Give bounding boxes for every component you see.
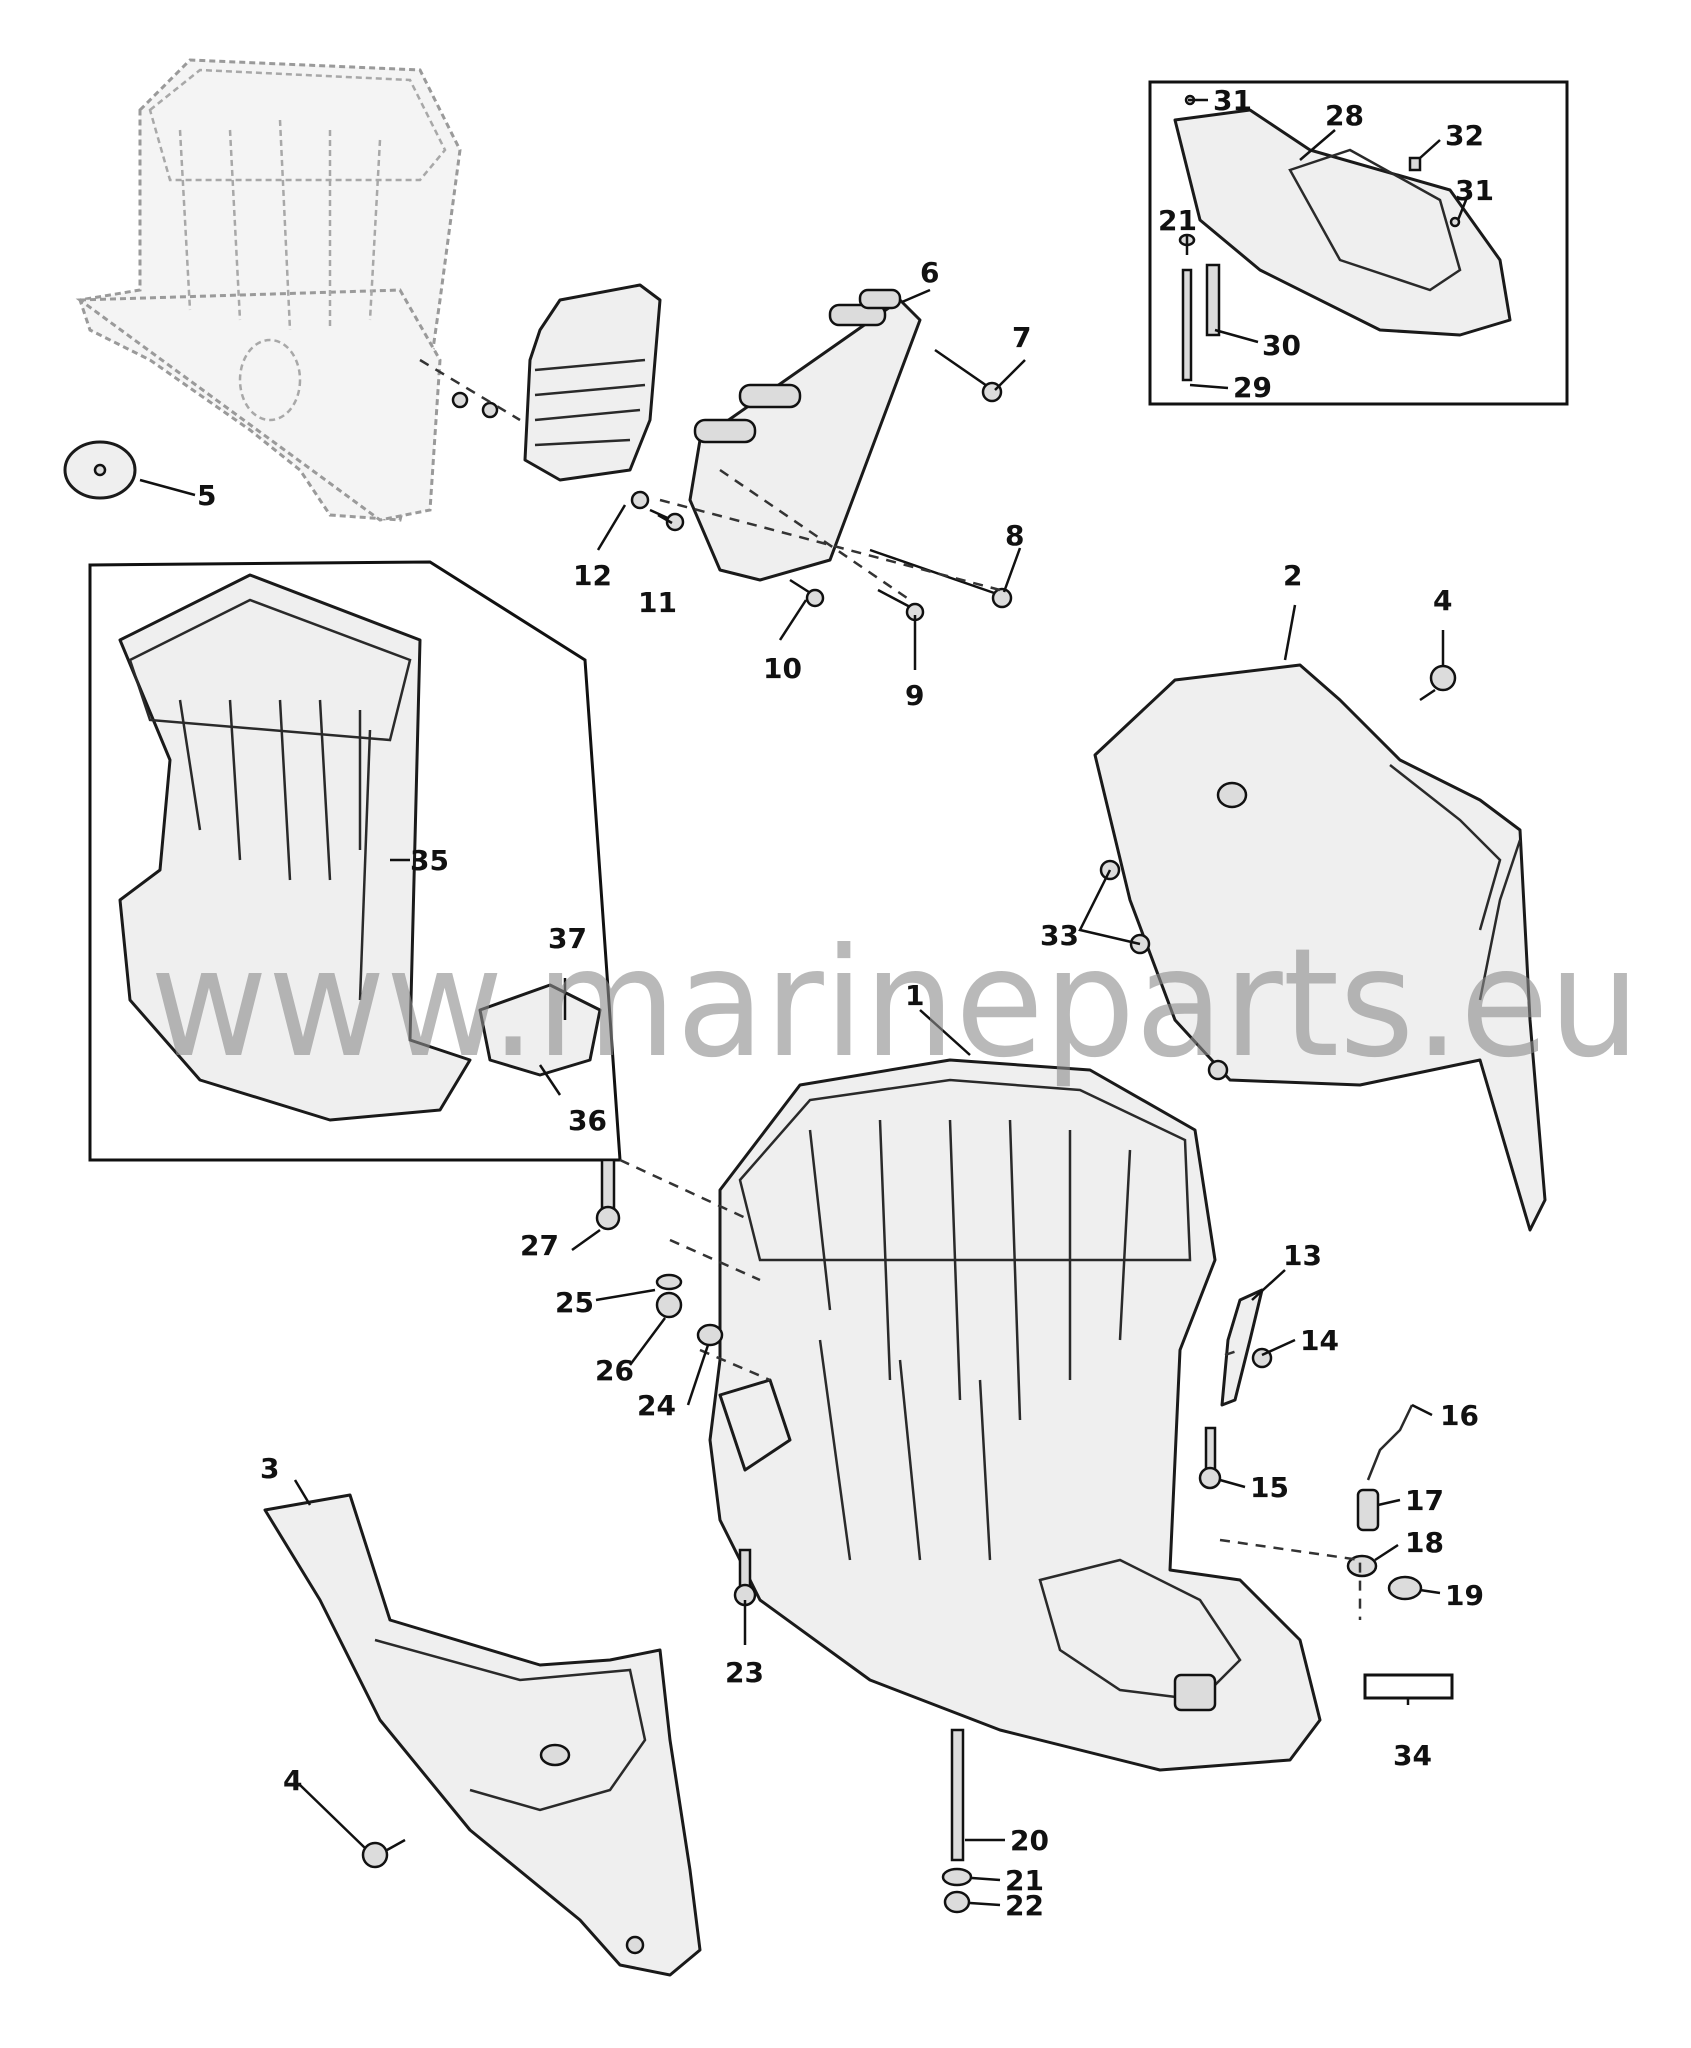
exhaust-plate-part-6 — [688, 288, 922, 582]
callout-10: 10 — [763, 652, 802, 685]
reference-housing-ghost — [75, 58, 462, 522]
callout-28: 28 — [1325, 99, 1364, 132]
callout-11: 11 — [638, 586, 677, 619]
callout-29: 29 — [1233, 371, 1272, 404]
callout-34: 34 — [1393, 1739, 1432, 1772]
sensor-parts-16-19 — [1346, 1404, 1423, 1601]
callout-8: 8 — [1005, 519, 1024, 552]
callout-31-top: 31 — [1213, 84, 1252, 117]
assembly-line-upper — [419, 358, 1001, 602]
bracket-assembly — [451, 283, 662, 482]
callout-30: 30 — [1262, 329, 1301, 362]
callout-18: 18 — [1405, 1526, 1444, 1559]
callout-12: 12 — [573, 559, 612, 592]
callout-9: 9 — [905, 679, 924, 712]
cover-part-28 — [1173, 108, 1512, 337]
callout-5: 5 — [197, 479, 216, 512]
callout-6: 6 — [920, 256, 939, 289]
lower-cover-part-3 — [263, 1493, 702, 1977]
main-housing-part-1 — [708, 1058, 1322, 1772]
callout-26: 26 — [595, 1354, 634, 1387]
callout-3: 3 — [260, 1452, 279, 1485]
callout-31-right: 31 — [1455, 174, 1494, 207]
callout-4-top: 4 — [1433, 584, 1452, 617]
cap-part-5 — [63, 440, 137, 500]
callout-22: 22 — [1005, 1889, 1044, 1922]
callout-36: 36 — [568, 1104, 607, 1137]
watermark: www.marineparts.eu — [150, 917, 1640, 1091]
assembly-line-lower — [619, 1158, 1362, 1620]
callout-19: 19 — [1445, 1579, 1484, 1612]
callout-35: 35 — [410, 844, 449, 877]
callout-17: 17 — [1405, 1484, 1444, 1517]
callout-32: 32 — [1445, 119, 1484, 152]
label-box-part-34 — [1363, 1673, 1454, 1700]
callout-24: 24 — [637, 1389, 676, 1422]
callout-27: 27 — [520, 1229, 559, 1262]
callout-numbers: 31 28 32 31 21 30 29 6 7 8 9 10 11 12 5 … — [197, 84, 1494, 1922]
callout-20: 20 — [1010, 1824, 1049, 1857]
callout-37: 37 — [548, 922, 587, 955]
callout-16: 16 — [1440, 1399, 1479, 1432]
callout-23: 23 — [725, 1656, 764, 1689]
inset-frame-top-right — [1148, 80, 1569, 406]
housing-inset — [118, 573, 602, 1122]
callout-21-inset: 21 — [1158, 204, 1197, 237]
callout-leaders — [139, 98, 1472, 1907]
inset-frame-left — [88, 560, 622, 1162]
callout-1: 1 — [905, 979, 924, 1012]
side-cover-part-2 — [1093, 663, 1547, 1232]
callout-21-bottom: 21 — [1005, 1864, 1044, 1897]
callout-2: 2 — [1283, 559, 1302, 592]
screw-part-4-bottom — [361, 1838, 406, 1869]
bolts-7-11 — [630, 348, 1013, 622]
hardware-main — [595, 1158, 1273, 1914]
callout-13: 13 — [1283, 1239, 1322, 1272]
callout-7: 7 — [1012, 321, 1031, 354]
screw-part-4-top — [1419, 664, 1457, 702]
callout-15: 15 — [1250, 1471, 1289, 1504]
callout-25: 25 — [555, 1286, 594, 1319]
callout-33: 33 — [1040, 919, 1079, 952]
callout-14: 14 — [1300, 1324, 1339, 1357]
callout-4-bottom: 4 — [283, 1764, 302, 1797]
